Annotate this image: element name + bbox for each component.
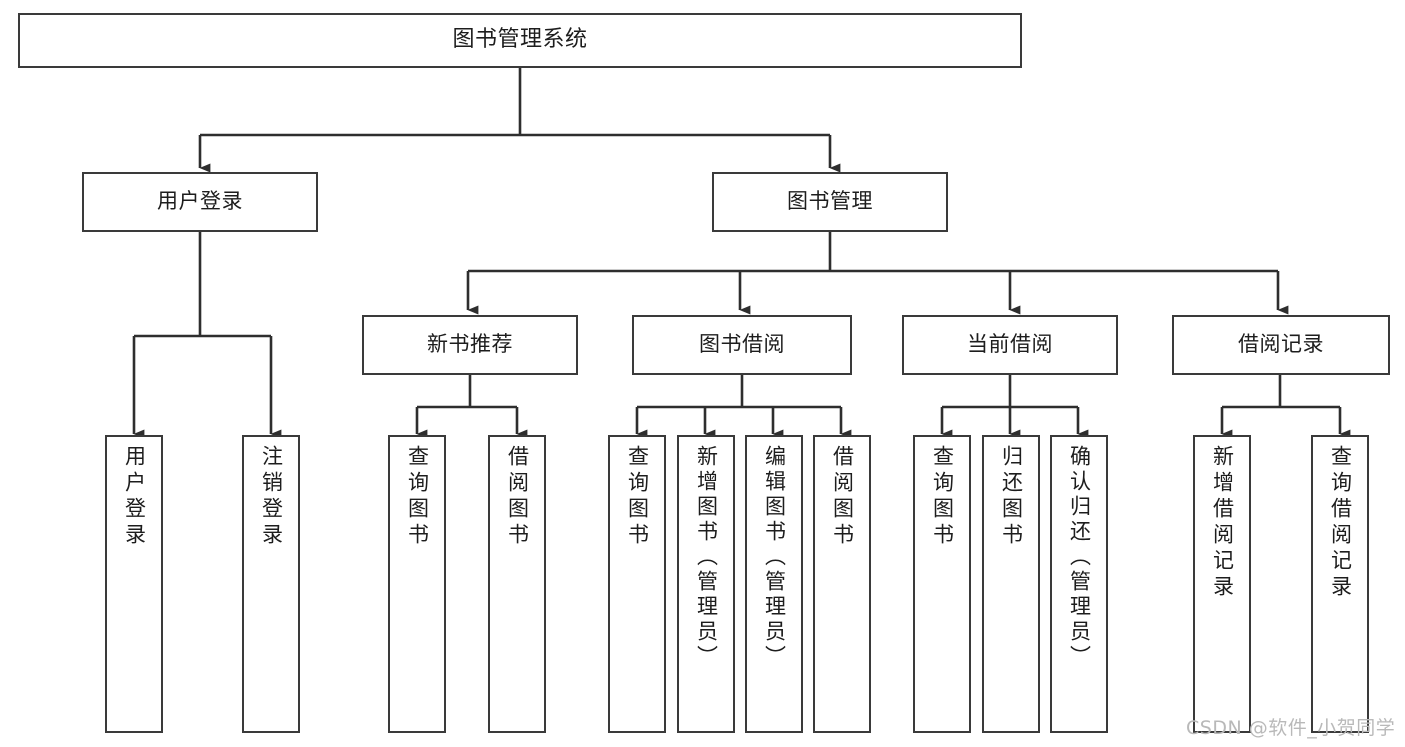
node-label: 用户登录: [122, 445, 147, 549]
node-label: 图书管理: [787, 189, 873, 214]
node-label: 当前借阅: [967, 332, 1053, 357]
leaf-add-book[interactable]: 新增图书（管理员）: [677, 435, 735, 733]
leaf-borrow-book-1[interactable]: 借阅图书: [488, 435, 546, 733]
leaf-confirm-return[interactable]: 确认归还（管理员）: [1050, 435, 1108, 733]
leaf-borrow-book-2[interactable]: 借阅图书: [813, 435, 871, 733]
node-new-book-rec[interactable]: 新书推荐: [362, 315, 578, 375]
node-label: 归还图书: [999, 445, 1024, 549]
node-book-manage[interactable]: 图书管理: [712, 172, 948, 232]
node-label: 编辑图书（管理员）: [762, 445, 787, 670]
tree-edges: [132, 68, 1351, 439]
leaf-return-book[interactable]: 归还图书: [982, 435, 1040, 733]
leaf-query-record[interactable]: 查询借阅记录: [1311, 435, 1369, 733]
node-label: 图书管理系统: [452, 27, 588, 53]
node-label: 用户登录: [157, 189, 243, 214]
leaf-add-record[interactable]: 新增借阅记录: [1193, 435, 1251, 733]
leaf-query-book-1[interactable]: 查询图书: [388, 435, 446, 733]
node-root[interactable]: 图书管理系统: [18, 13, 1022, 68]
node-book-borrow[interactable]: 图书借阅: [632, 315, 852, 375]
node-label: 确认归还（管理员）: [1067, 445, 1092, 670]
node-label: 图书借阅: [699, 332, 785, 357]
node-label: 查询图书: [930, 445, 955, 549]
node-label: 新增图书（管理员）: [694, 445, 719, 670]
leaf-query-book-2[interactable]: 查询图书: [608, 435, 666, 733]
node-label: 借阅图书: [505, 445, 530, 549]
node-label: 注销登录: [259, 445, 284, 549]
leaf-query-book-3[interactable]: 查询图书: [913, 435, 971, 733]
node-user-login[interactable]: 用户登录: [82, 172, 318, 232]
leaf-edit-book[interactable]: 编辑图书（管理员）: [745, 435, 803, 733]
node-label: 查询借阅记录: [1328, 445, 1353, 601]
leaf-user-login[interactable]: 用户登录: [105, 435, 163, 733]
node-borrow-record[interactable]: 借阅记录: [1172, 315, 1390, 375]
node-label: 新增借阅记录: [1210, 445, 1235, 601]
node-label: 查询图书: [625, 445, 650, 549]
leaf-logout[interactable]: 注销登录: [242, 435, 300, 733]
node-label: 查询图书: [405, 445, 430, 549]
node-label: 借阅图书: [830, 445, 855, 549]
node-current-borrow[interactable]: 当前借阅: [902, 315, 1118, 375]
node-label: 借阅记录: [1238, 332, 1324, 357]
node-label: 新书推荐: [427, 332, 513, 357]
